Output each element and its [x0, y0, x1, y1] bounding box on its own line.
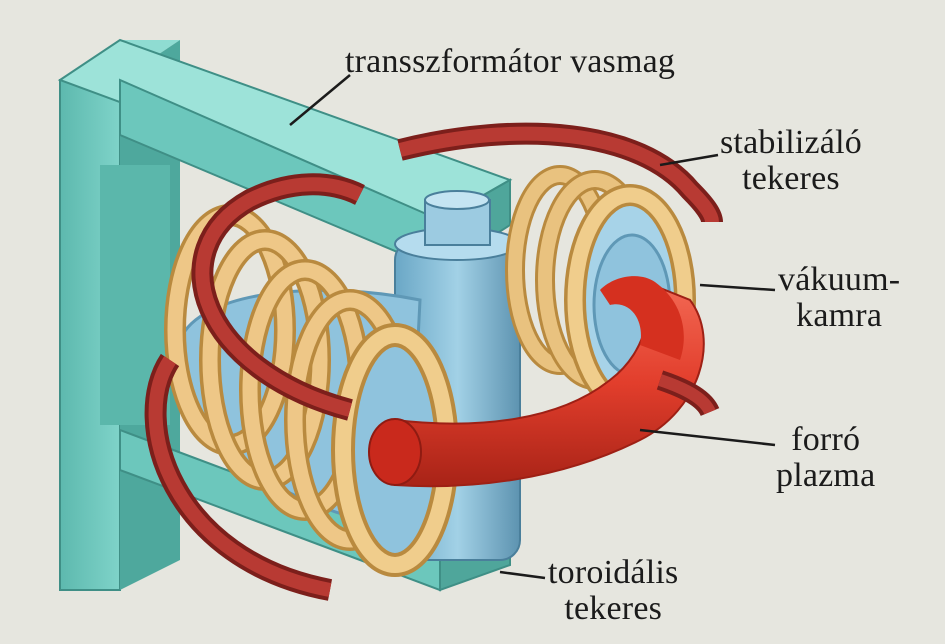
label-hot-plasma-line1: forró: [776, 422, 875, 458]
label-hot-plasma: forró plazma: [776, 422, 875, 494]
label-hot-plasma-line2: plazma: [776, 458, 875, 494]
label-stabilizing-coil-line2: tekeres: [720, 161, 862, 197]
leader-toroidal-coil: [500, 572, 545, 578]
label-toroidal-coil: toroidális tekeres: [548, 555, 678, 627]
label-vacuum-chamber-line1: vákuum-: [778, 262, 900, 298]
label-stabilizing-coil: stabilizáló tekeres: [720, 125, 862, 197]
label-vacuum-chamber-line2: kamra: [778, 298, 900, 334]
label-transformer-core: transszformátor vasmag: [345, 44, 675, 80]
label-toroidal-coil-line1: toroidális: [548, 555, 678, 591]
label-toroidal-coil-line2: tekeres: [548, 591, 678, 627]
label-vacuum-chamber: vákuum- kamra: [778, 262, 900, 334]
leader-hot-plasma: [640, 430, 775, 445]
label-stabilizing-coil-line1: stabilizáló: [720, 125, 862, 161]
leader-vacuum-chamber: [700, 285, 775, 290]
